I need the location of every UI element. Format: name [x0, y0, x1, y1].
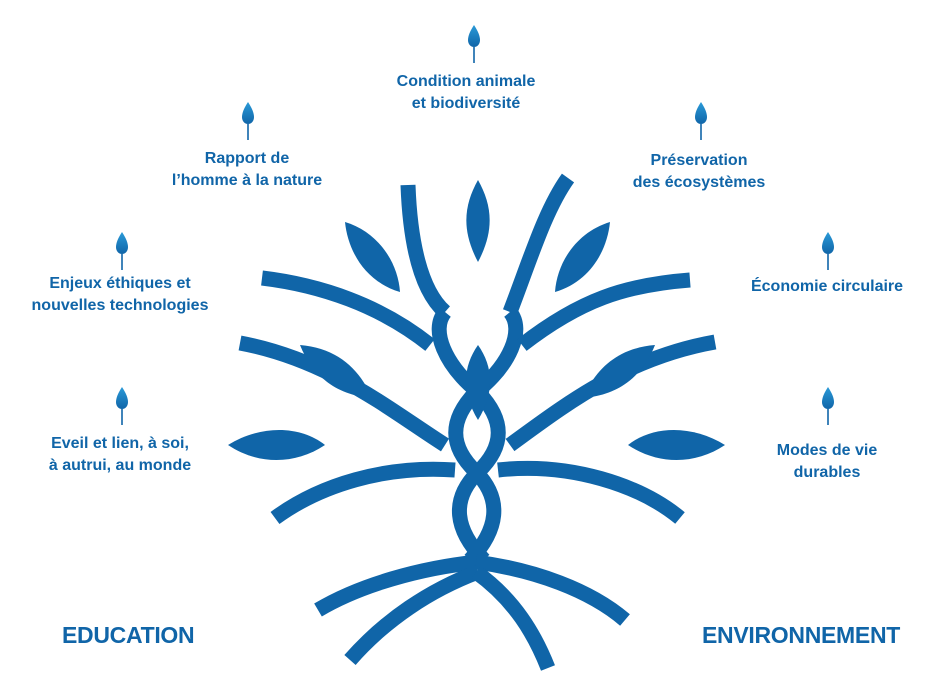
theme-economie-circulaire: Économie circulaire [750, 278, 904, 295]
tree-icon [228, 173, 725, 671]
theme-preservation-ecosystemes: Préservation des écosystèmes [632, 152, 766, 191]
title-education: EDUCATION [62, 622, 195, 648]
theme-eveil-lien: Eveil et lien, à soi, à autrui, au monde [48, 435, 192, 474]
droplet-icon [115, 231, 129, 271]
droplet-icon [821, 386, 835, 426]
droplet-icon [467, 24, 481, 64]
droplet-icon [241, 101, 255, 141]
droplet-icon [115, 386, 129, 426]
droplet-icon [821, 231, 835, 271]
droplet-icon [694, 101, 708, 141]
theme-condition-animale: Condition animale et biodiversité [396, 73, 536, 112]
theme-modes-de-vie: Modes de vie durables [776, 442, 878, 481]
theme-enjeux-ethiques: Enjeux éthiques et nouvelles technologie… [31, 275, 209, 314]
theme-rapport-homme-nature: Rapport de l’homme à la nature [171, 150, 323, 189]
title-environnement: ENVIRONNEMENT [702, 622, 901, 648]
